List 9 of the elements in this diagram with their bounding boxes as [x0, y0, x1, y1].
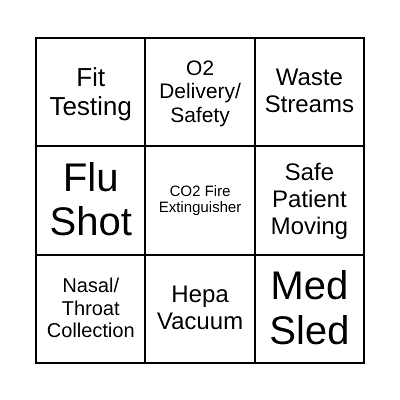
bingo-square: Safe Patient Moving [254, 146, 364, 255]
bingo-square: Fit Testing [36, 38, 146, 146]
bingo-square: O2 Delivery/ Safety [145, 38, 255, 146]
bingo-square: Nasal/ Throat Collection [36, 254, 146, 363]
bingo-square: Med Sled [254, 254, 364, 363]
bingo-square: Flu Shot [36, 146, 146, 255]
bingo-square: Hepa Vacuum [145, 254, 255, 363]
bingo-square: CO2 Fire Extinguisher [145, 146, 255, 255]
bingo-square: Waste Streams [254, 38, 364, 146]
